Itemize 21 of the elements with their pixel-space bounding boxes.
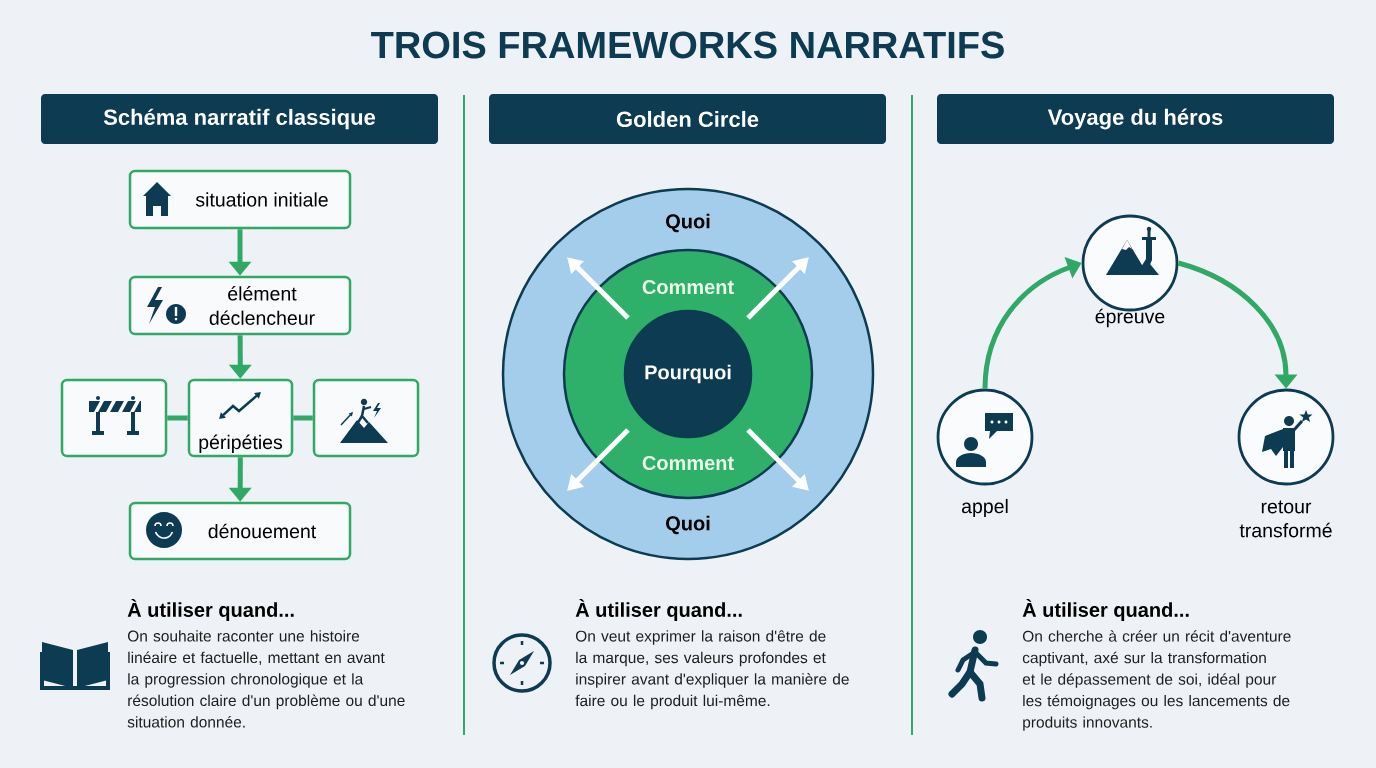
title: TROIS FRAMEWORKS NARRATIFS	[371, 31, 1004, 59]
column-header: Golden Circle	[489, 94, 886, 144]
icon-box	[60, 378, 168, 458]
description: On souhaite raconter une histoire linéaire et factuelle, mettant en avant la progression chronologique et la résolution claire d'un problème ou d'une situation donnée.	[127, 630, 405, 728]
step-box: dénouement	[128, 501, 352, 561]
node-label: épreuve	[1095, 308, 1165, 328]
description: On veut exprimer la raison d'être de la marque, ses valeurs profondes et inspirer avant d'expliquer la manière de faire ou le produit lui-même.	[575, 630, 849, 710]
connector-line	[167, 415, 188, 421]
icon-box	[312, 378, 420, 458]
node-label: retour transformé	[1239, 500, 1332, 538]
step-box: situation initiale	[128, 169, 352, 230]
section-heading: À utiliser quand...	[575, 599, 742, 621]
section-heading: À utiliser quand...	[1022, 599, 1189, 621]
description: On cherche à créer un récit d'aventure captivant, axé sur la transformation et le dépassement de soi, idéal pour les témoignages ou les lancements de produits innovants.	[1022, 630, 1291, 731]
column-header: Schéma narratif classique	[41, 94, 438, 144]
section-heading: À utiliser quand...	[127, 599, 294, 621]
node-label: appel	[961, 498, 1008, 518]
step-box: péripéties	[187, 378, 294, 458]
step-box: élément déclencheur	[128, 275, 352, 336]
column-header: Voyage du héros	[937, 94, 1334, 144]
connector-line	[293, 415, 313, 421]
